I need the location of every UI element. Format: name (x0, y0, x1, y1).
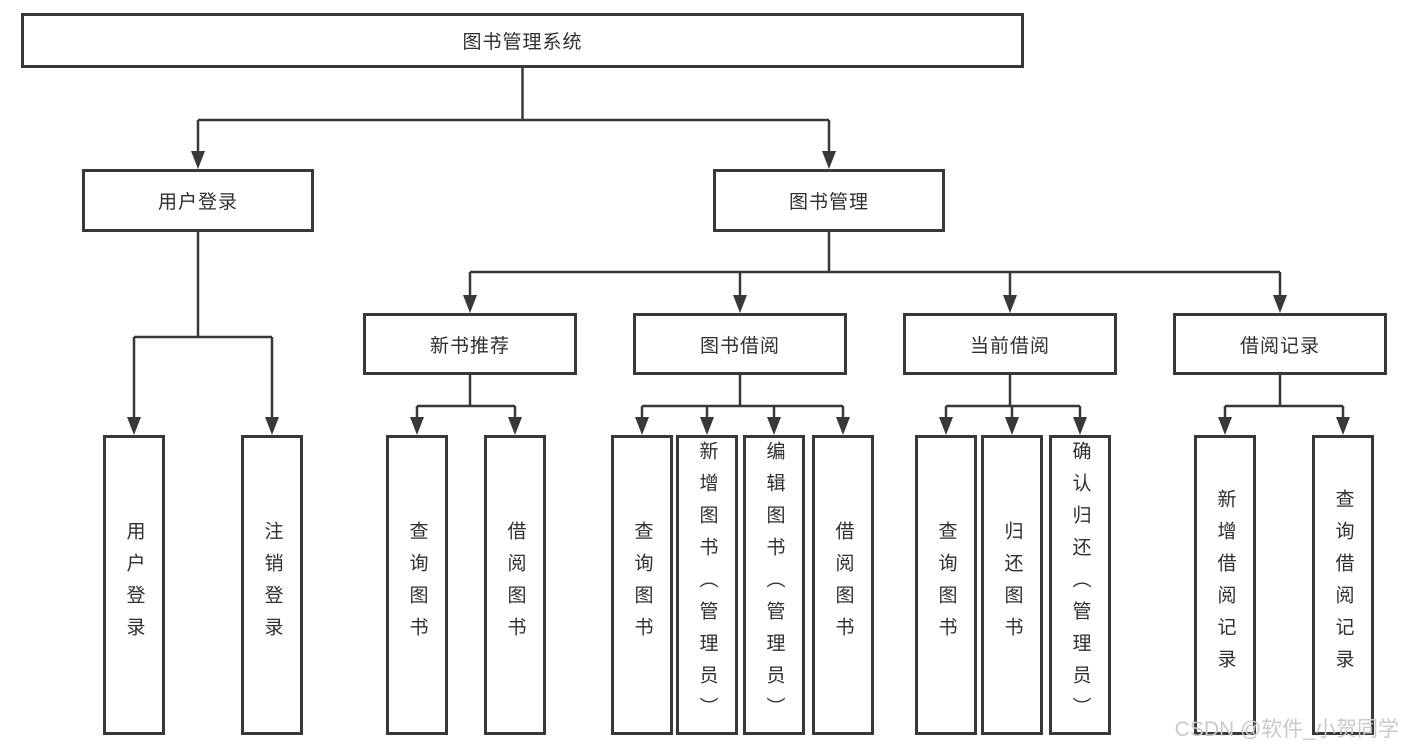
node-leaf-query-book-2-label: 查询图书 (631, 521, 653, 649)
node-leaf-query-book-3-label: 查询图书 (935, 521, 957, 649)
node-leaf-logout-label: 注销登录 (261, 521, 283, 649)
node-user-login-label: 用户登录 (157, 192, 238, 213)
node-borrow-record-label: 借阅记录 (1239, 335, 1320, 357)
node-book-borrow: 图书借阅 (633, 313, 847, 375)
node-borrow-record: 借阅记录 (1173, 313, 1387, 375)
node-leaf-confirm-return: 确认归还（管理员） (1049, 435, 1111, 735)
node-book-mgmt-label: 图书管理 (788, 192, 869, 213)
node-leaf-borrow-book-1-label: 借阅图书 (504, 521, 526, 649)
node-current-borrow: 当前借阅 (903, 313, 1117, 375)
node-leaf-user-login: 用户登录 (103, 435, 165, 735)
node-leaf-return-book: 归还图书 (981, 435, 1043, 735)
node-root-label: 图书管理系统 (462, 32, 583, 53)
node-leaf-add-book: 新增图书（管理员） (676, 435, 738, 735)
node-user-login: 用户登录 (82, 169, 314, 232)
node-leaf-query-record: 查询借阅记录 (1312, 435, 1374, 735)
node-leaf-query-book-1-label: 查询图书 (406, 521, 428, 649)
arrowheads (127, 151, 1350, 435)
node-leaf-borrow-book-1: 借阅图书 (484, 435, 546, 735)
node-root: 图书管理系统 (21, 13, 1024, 68)
node-leaf-user-login-label: 用户登录 (123, 521, 145, 649)
node-leaf-query-book-2: 查询图书 (611, 435, 673, 735)
node-book-borrow-label: 图书借阅 (699, 335, 780, 357)
node-leaf-query-book-1: 查询图书 (386, 435, 448, 735)
csdn-watermark: CSDN @软件_小贺同学 (1174, 718, 1399, 741)
node-leaf-query-book-3: 查询图书 (915, 435, 977, 735)
node-current-borrow-label: 当前借阅 (969, 335, 1050, 357)
node-leaf-confirm-return-label: 确认归还（管理员） (1069, 441, 1091, 729)
node-new-book-rec-label: 新书推荐 (429, 335, 510, 357)
node-leaf-add-book-label: 新增图书（管理员） (696, 441, 718, 729)
node-leaf-borrow-book-2: 借阅图书 (812, 435, 874, 735)
node-leaf-query-record-label: 查询借阅记录 (1332, 489, 1354, 681)
node-leaf-borrow-book-2-label: 借阅图书 (832, 521, 854, 649)
node-leaf-return-book-label: 归还图书 (1001, 521, 1023, 649)
node-leaf-logout: 注销登录 (241, 435, 303, 735)
node-leaf-add-record: 新增借阅记录 (1194, 435, 1256, 735)
node-leaf-edit-book: 编辑图书（管理员） (743, 435, 805, 735)
node-book-mgmt: 图书管理 (713, 169, 945, 232)
node-new-book-rec: 新书推荐 (363, 313, 577, 375)
node-leaf-add-record-label: 新增借阅记录 (1214, 489, 1236, 681)
node-leaf-edit-book-label: 编辑图书（管理员） (763, 441, 785, 729)
